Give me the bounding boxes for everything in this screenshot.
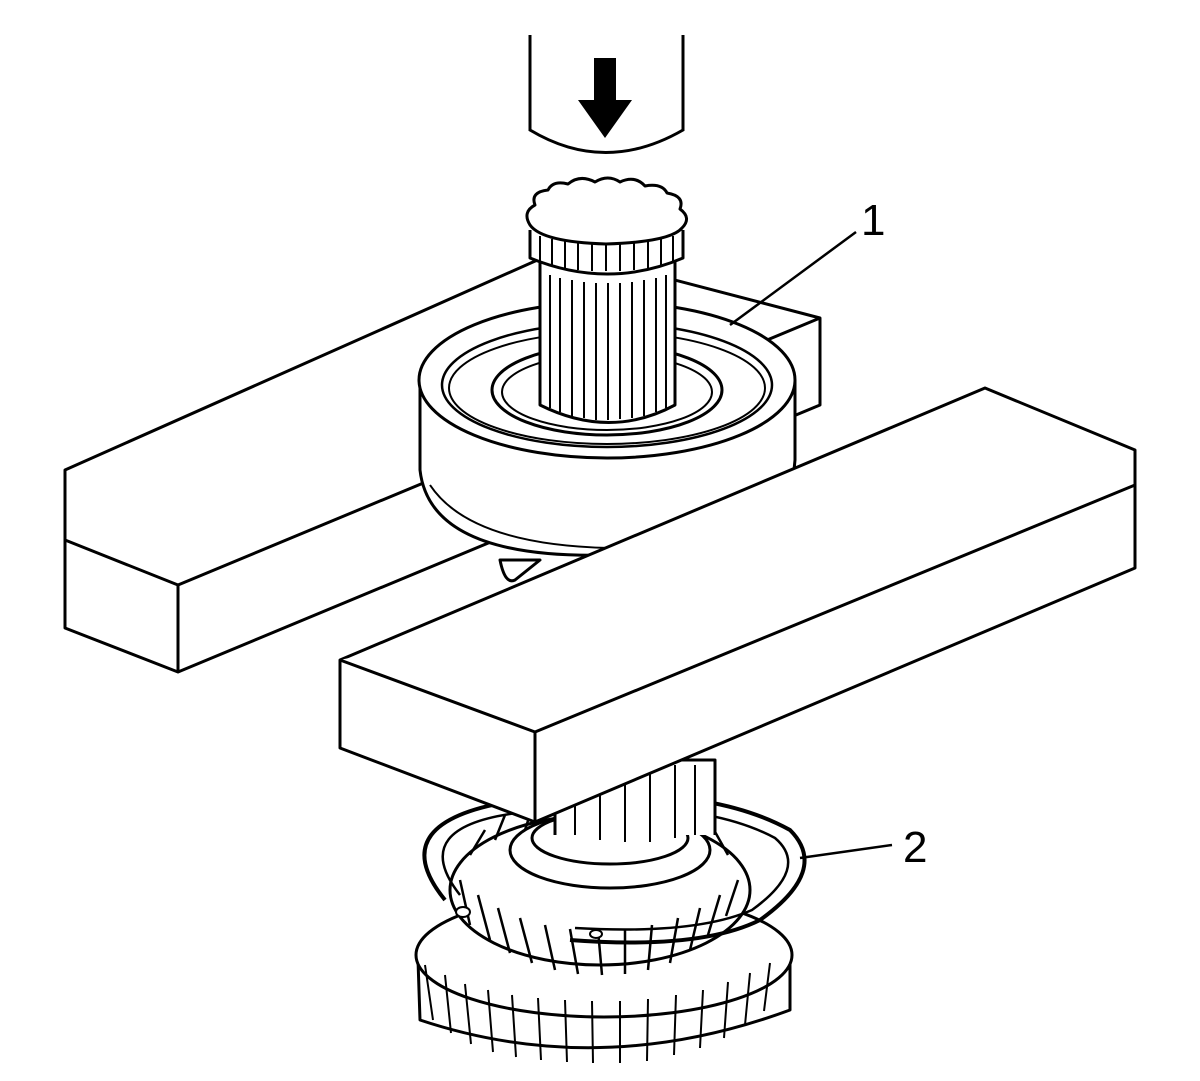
lower-gear-assembly: [416, 760, 805, 1063]
leader-line-1: [730, 232, 856, 325]
callout-label-2: 2: [903, 823, 928, 872]
callout-label-1: 1: [861, 196, 886, 245]
leader-lines: [730, 232, 892, 858]
splined-shaft: [527, 178, 687, 423]
bottom-gear-teeth: [425, 963, 770, 1063]
arrow-down-icon: [578, 58, 632, 138]
snap-ring: [424, 794, 804, 942]
leader-line-2: [800, 845, 892, 858]
right-support-block: [340, 388, 1135, 822]
